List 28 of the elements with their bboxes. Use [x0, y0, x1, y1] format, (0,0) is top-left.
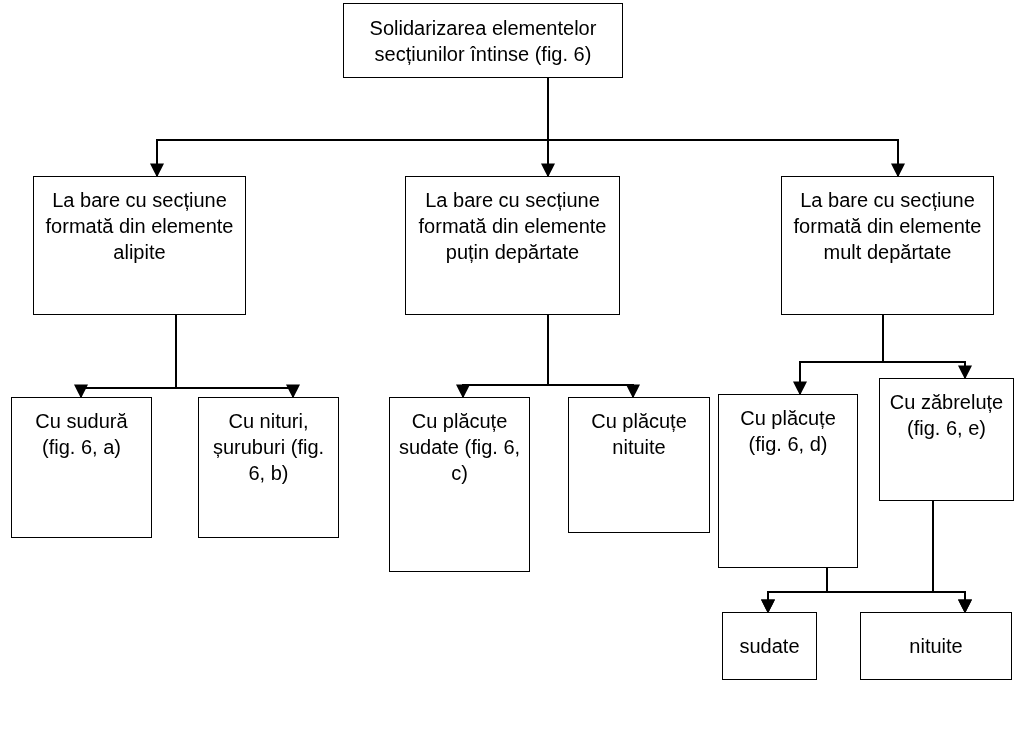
process-box [860, 612, 1012, 680]
arrow [175, 314, 300, 399]
box-label: Cu plăcuțe nituite [590, 409, 688, 460]
box-label: La bare cu secțiune formată din elemente puțin depărtate [417, 188, 608, 265]
process-box [11, 397, 152, 538]
arrow [547, 314, 640, 399]
process-box [405, 176, 620, 315]
process-box [198, 397, 339, 538]
box-label: Cu sudură (fig. 6, a) [34, 409, 129, 460]
box-label: Cu plăcuțe sudate (fig. 6, c) [397, 409, 522, 486]
process-box [722, 612, 817, 680]
box-label: La bare cu secțiune formată din elemente alipite [44, 188, 235, 265]
arrow [882, 314, 972, 380]
box-label: nituite [909, 634, 963, 659]
box-label: Solidarizarea elementelor secțiunilor întinse (fig. 6) [368, 15, 598, 67]
process-box [343, 3, 623, 78]
process-box [781, 176, 994, 315]
arrow [932, 500, 972, 614]
box-label: Cu plăcuțe (fig. 6, d) [739, 406, 837, 457]
box-label: Cu zăbreluțe (fig. 6, e) [888, 390, 1005, 441]
process-box [389, 397, 530, 572]
process-box [33, 176, 246, 315]
process-box [718, 394, 858, 568]
process-box [879, 378, 1014, 501]
box-label: La bare cu secțiune formată din elemente mult depărtate [792, 188, 983, 265]
process-box [568, 397, 710, 533]
box-label: sudate [739, 634, 800, 659]
box-label: Cu nituri, șuruburi (fig. 6, b) [211, 409, 326, 486]
